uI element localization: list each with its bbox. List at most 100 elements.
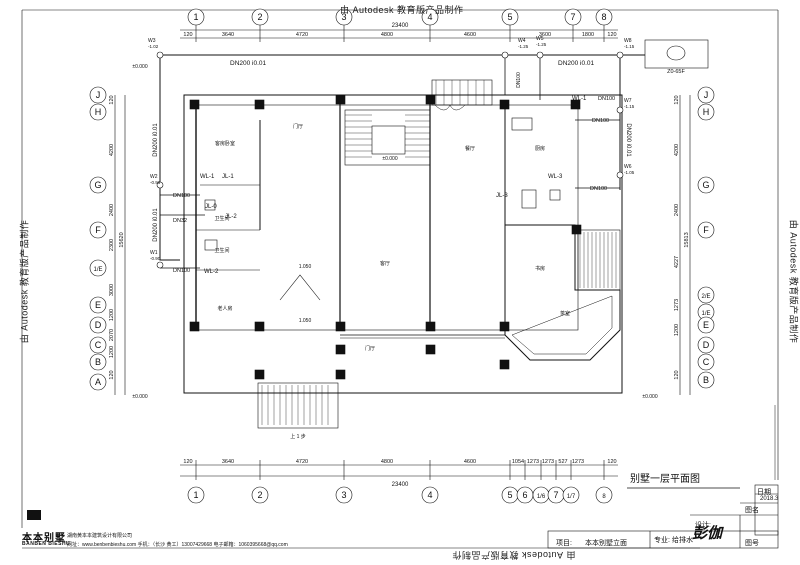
axis-label: 3 [341, 12, 346, 22]
bottom-dimension: 3640 [222, 459, 234, 465]
axis-label: 7 [570, 12, 575, 22]
bottom-dimension: 527 [558, 459, 567, 465]
axis-label: C [95, 340, 102, 350]
inspection-well-icon [156, 181, 164, 189]
pipe-label-dn100: DN100 [173, 193, 190, 199]
pipe-label-top-left: DN200 i0.01 [230, 60, 267, 67]
bottom-dimension: 1273 [527, 459, 539, 465]
room-guest-bedroom: 客房卧室 [215, 140, 235, 147]
axis-bubble [697, 103, 715, 121]
top-dimension: 3600 [539, 32, 551, 38]
project-label: 项目: [556, 540, 572, 547]
right-dimension: 4200 [674, 144, 680, 156]
structural-column [570, 99, 581, 110]
structural-column [335, 369, 346, 380]
room-bath2: 卫生间 [214, 247, 229, 254]
company-contact: 网址：www.benbenbieshu.com 手机：（长沙 黄工）130074… [67, 542, 288, 548]
basin-fixture [204, 239, 218, 251]
room-living: 客厅 [380, 260, 390, 267]
bottom-dimension: 1273 [542, 459, 554, 465]
riser-label: JL-2 [225, 214, 237, 220]
watermark-left: 由 Autodesk 教育版产品制作 [19, 219, 30, 344]
left-dimension: 1200 [109, 346, 115, 358]
well-depth: -1.15 [624, 44, 635, 49]
axis-label: J [96, 90, 101, 100]
structural-column [254, 321, 265, 332]
toilet-fixture [521, 189, 537, 209]
stair-well [371, 125, 406, 155]
structural-column [425, 344, 436, 355]
basin-fixture [549, 189, 561, 201]
date-value: 2018.3 [760, 496, 779, 502]
axis-label: G [702, 180, 709, 190]
inspection-well-icon [501, 51, 509, 59]
axis-bubble [697, 221, 715, 239]
date-label: 日期 [757, 489, 771, 496]
axis-bubble [251, 8, 269, 26]
axis-label: 1/E [93, 267, 102, 273]
pipe-label-dn100: DN100 [598, 96, 615, 102]
door-swing-icon [434, 104, 466, 111]
overall-dimension-bottom: 23400 [392, 482, 409, 488]
axis-bubble [89, 353, 107, 371]
axis-label: F [703, 225, 709, 235]
room-bath1: 卫生间 [214, 215, 229, 222]
axis-label: 4 [427, 12, 432, 22]
axis-label: H [95, 107, 102, 117]
bottom-dimension: 1054 [512, 459, 524, 465]
bay-window-outline [504, 224, 621, 361]
room-study: 书房 [535, 265, 545, 272]
bottom-dimension: 4720 [296, 459, 308, 465]
bottom-dimension: 1273 [572, 459, 584, 465]
designer-signature: 彭伽 [692, 524, 723, 542]
inspection-well-icon [616, 51, 624, 59]
elevation-mark: ±0.000 [382, 156, 397, 162]
axis-label: D [95, 320, 102, 330]
room-elevation: 1.050 [299, 264, 312, 270]
structural-column [425, 94, 436, 105]
entry-door-icon [279, 274, 321, 301]
drawing-name-label: 图名 [745, 507, 759, 514]
right-dimension: 1273 [674, 299, 680, 311]
axis-label: 8 [602, 494, 606, 500]
watermark-right: 由 Autodesk 教育版产品制作 [788, 219, 799, 344]
axis-bubble [89, 373, 107, 391]
axis-label: E [95, 300, 101, 310]
room-dining: 餐厅 [465, 145, 475, 152]
company-name-cn: 本本别墅 [22, 533, 66, 544]
axis-bubble [697, 316, 715, 334]
top-dimension: 4800 [381, 32, 393, 38]
plan-labels: 客房卧室老人房客厅餐厅厨房门厅卫生间卫生间书房茶室门厅上 1 步1.0501.0… [132, 64, 657, 440]
septic-cover-icon [666, 45, 686, 61]
right-total-dimension: 15813 [684, 232, 690, 247]
axis-label: 3 [341, 490, 346, 500]
axis-bubble [697, 86, 715, 104]
septic-tank [644, 39, 709, 69]
axis-bubble [697, 336, 715, 354]
structural-column [335, 94, 346, 105]
inspection-well-icon [536, 51, 544, 59]
axis-bubble [89, 336, 107, 354]
left-dimension: 120 [109, 95, 115, 104]
well-label: W2 [150, 174, 158, 180]
left-dimension: 4200 [109, 144, 115, 156]
back-stair [431, 79, 493, 106]
top-dimension: 120 [183, 32, 192, 38]
well-depth: -0.96 [150, 180, 161, 185]
top-dimension: 120 [607, 32, 616, 38]
structural-column [335, 321, 346, 332]
axis-label: 1 [193, 490, 198, 500]
well-label: W1 [150, 250, 158, 256]
left-total-dimension: 15620 [119, 232, 125, 247]
axis-label: 1/E [701, 311, 710, 317]
axis-label: D [703, 340, 710, 350]
axis-label: 4 [427, 490, 432, 500]
axis-bubble [421, 8, 439, 26]
structural-column [499, 99, 510, 110]
axis-label: 1/7 [567, 494, 576, 500]
axis-label: F [95, 225, 101, 235]
axis-label: 5 [507, 12, 512, 22]
well-depth: -1.25 [518, 44, 529, 49]
drawing-no-label: 图号 [745, 540, 759, 547]
